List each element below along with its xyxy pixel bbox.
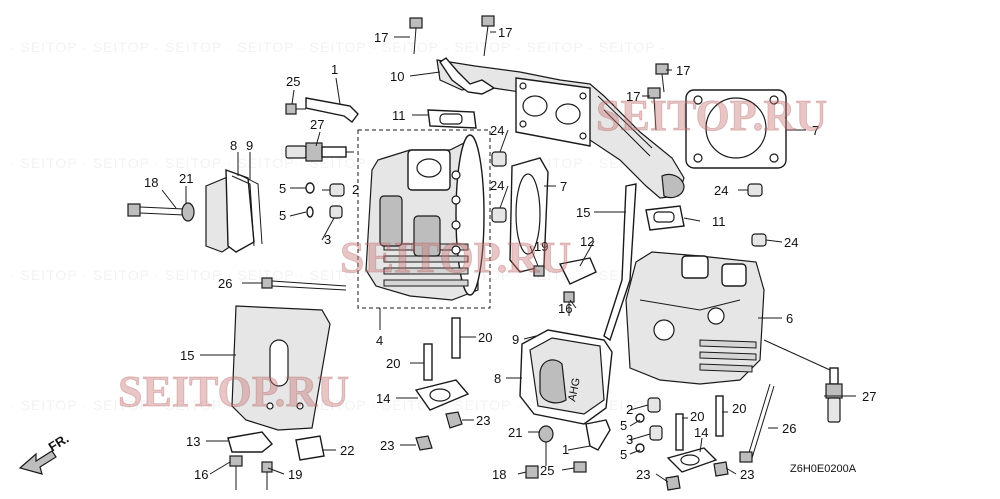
left-head-cover-assembly [127,168,263,253]
callout-27: 27 [862,389,876,404]
svg-text:· SEITOP · SEITOP · SEITOP · S: · SEITOP · SEITOP · SEITOP · SEITOP · SE… [10,39,666,55]
right-lower-hardware [665,383,775,491]
callout-25: 25 [286,74,300,89]
callout-5: 5 [279,181,286,196]
callout-19: 19 [288,467,302,482]
dowel-pins-right [635,397,663,453]
callout-19: 19 [534,239,548,254]
leader-lines [161,31,856,483]
callout-21: 21 [508,425,522,440]
flange-nuts-center [415,411,463,451]
callout-11: 11 [712,214,726,229]
exhaust-gasket-center [414,379,470,411]
cylinder-shroud [231,305,331,431]
callout-23: 23 [636,467,650,482]
callout-22: 22 [340,443,354,458]
gasket-11-right [645,205,685,231]
callout-17: 17 [374,30,388,45]
callout-1: 1 [331,62,338,77]
callout-23: 23 [476,413,490,428]
callout-5: 5 [279,208,286,223]
callout-24: 24 [490,178,504,193]
watermarks: SEITOP.RU SEITOP.RU SEITOP.RU [118,91,828,417]
callout-13: 13 [186,434,200,449]
callout-27: 27 [310,117,324,132]
callout-5: 5 [620,447,627,462]
callout-18: 18 [144,175,158,190]
cylinder-head [625,251,765,385]
gasket-11-left [427,109,477,129]
bolt-25-upper [285,103,306,115]
callout-16: 16 [194,467,208,482]
callout-14: 14 [694,425,708,440]
spark-plug-right [825,367,843,423]
bracket-lower [573,419,611,473]
callout-20: 20 [732,401,746,416]
callout-15: 15 [576,205,590,220]
callout-21: 21 [179,171,193,186]
callout-7: 7 [560,179,567,194]
callout-3: 3 [324,232,331,247]
callout-24: 24 [714,183,728,198]
callout-16: 16 [558,301,572,316]
bracket-upper [305,97,359,123]
bracket-12-assembly [533,257,597,316]
callout-1: 1 [562,442,569,457]
exhaust-manifold [436,57,685,199]
watermark-text: SEITOP.RU [340,233,571,282]
center-studs [423,317,461,381]
callout-25: 25 [540,463,554,478]
front-direction-arrow [18,450,57,475]
callout-17: 17 [626,89,640,104]
callout-23: 23 [740,467,754,482]
svg-text:· SEITOP · SEITOP · SEITOP · S: · SEITOP · SEITOP · SEITOP · SEITOP · SE… [10,397,666,413]
manifold-bolts [409,15,669,131]
callout-20: 20 [386,356,400,371]
head-gasket-center [509,157,549,273]
svg-text:· SEITOP · SEITOP · SEITOP · S: · SEITOP · SEITOP · SEITOP · SEITOP · SE… [10,267,666,283]
spark-plug-upper [285,142,354,162]
lower-bracket-assembly [227,431,325,490]
callout-26: 26 [782,421,796,436]
callout-8: 8 [230,138,237,153]
cover-bolt-bottom [525,425,554,479]
callout-7: 7 [812,123,819,138]
callout-17: 17 [676,63,690,78]
callout-24: 24 [784,235,798,250]
callout-labels: 17 17 10 17 17 7 11 1 25 27 8 9 18 21 5 … [144,25,876,482]
callout-20: 20 [690,409,704,424]
front-indicator-label: FR. [46,431,72,455]
callout-18: 18 [492,467,506,482]
watermark-text: SEITOP.RU [118,367,349,416]
cylinder-block [357,129,491,309]
shroud-strip-right [603,183,637,342]
callout-9: 9 [246,138,253,153]
callout-20: 20 [478,330,492,345]
callout-6: 6 [786,311,793,326]
watermark-text: SEITOP.RU [596,91,827,140]
callout-9: 9 [512,332,519,347]
callout-24: 24 [490,123,504,138]
callout-2: 2 [626,402,633,417]
callout-8: 8 [494,371,501,386]
dowel-pins-24 [491,151,767,247]
callout-17: 17 [498,25,512,40]
callout-2: 2 [352,182,359,197]
callout-15: 15 [180,348,194,363]
callout-14: 14 [376,391,390,406]
drawing-code: Z6H0E0200A [790,463,857,475]
callout-12: 12 [580,234,594,249]
dowel-pins-left [305,182,345,219]
callout-26: 26 [218,276,232,291]
callout-10: 10 [390,69,404,84]
callout-3: 3 [626,432,633,447]
svg-text:AHG: AHG [566,377,583,403]
callout-5: 5 [620,418,627,433]
head-cover-right: AHG [519,329,613,425]
callout-11: 11 [392,108,406,123]
head-gasket-right [685,89,787,169]
callout-4: 4 [376,333,383,348]
callout-23: 23 [380,438,394,453]
